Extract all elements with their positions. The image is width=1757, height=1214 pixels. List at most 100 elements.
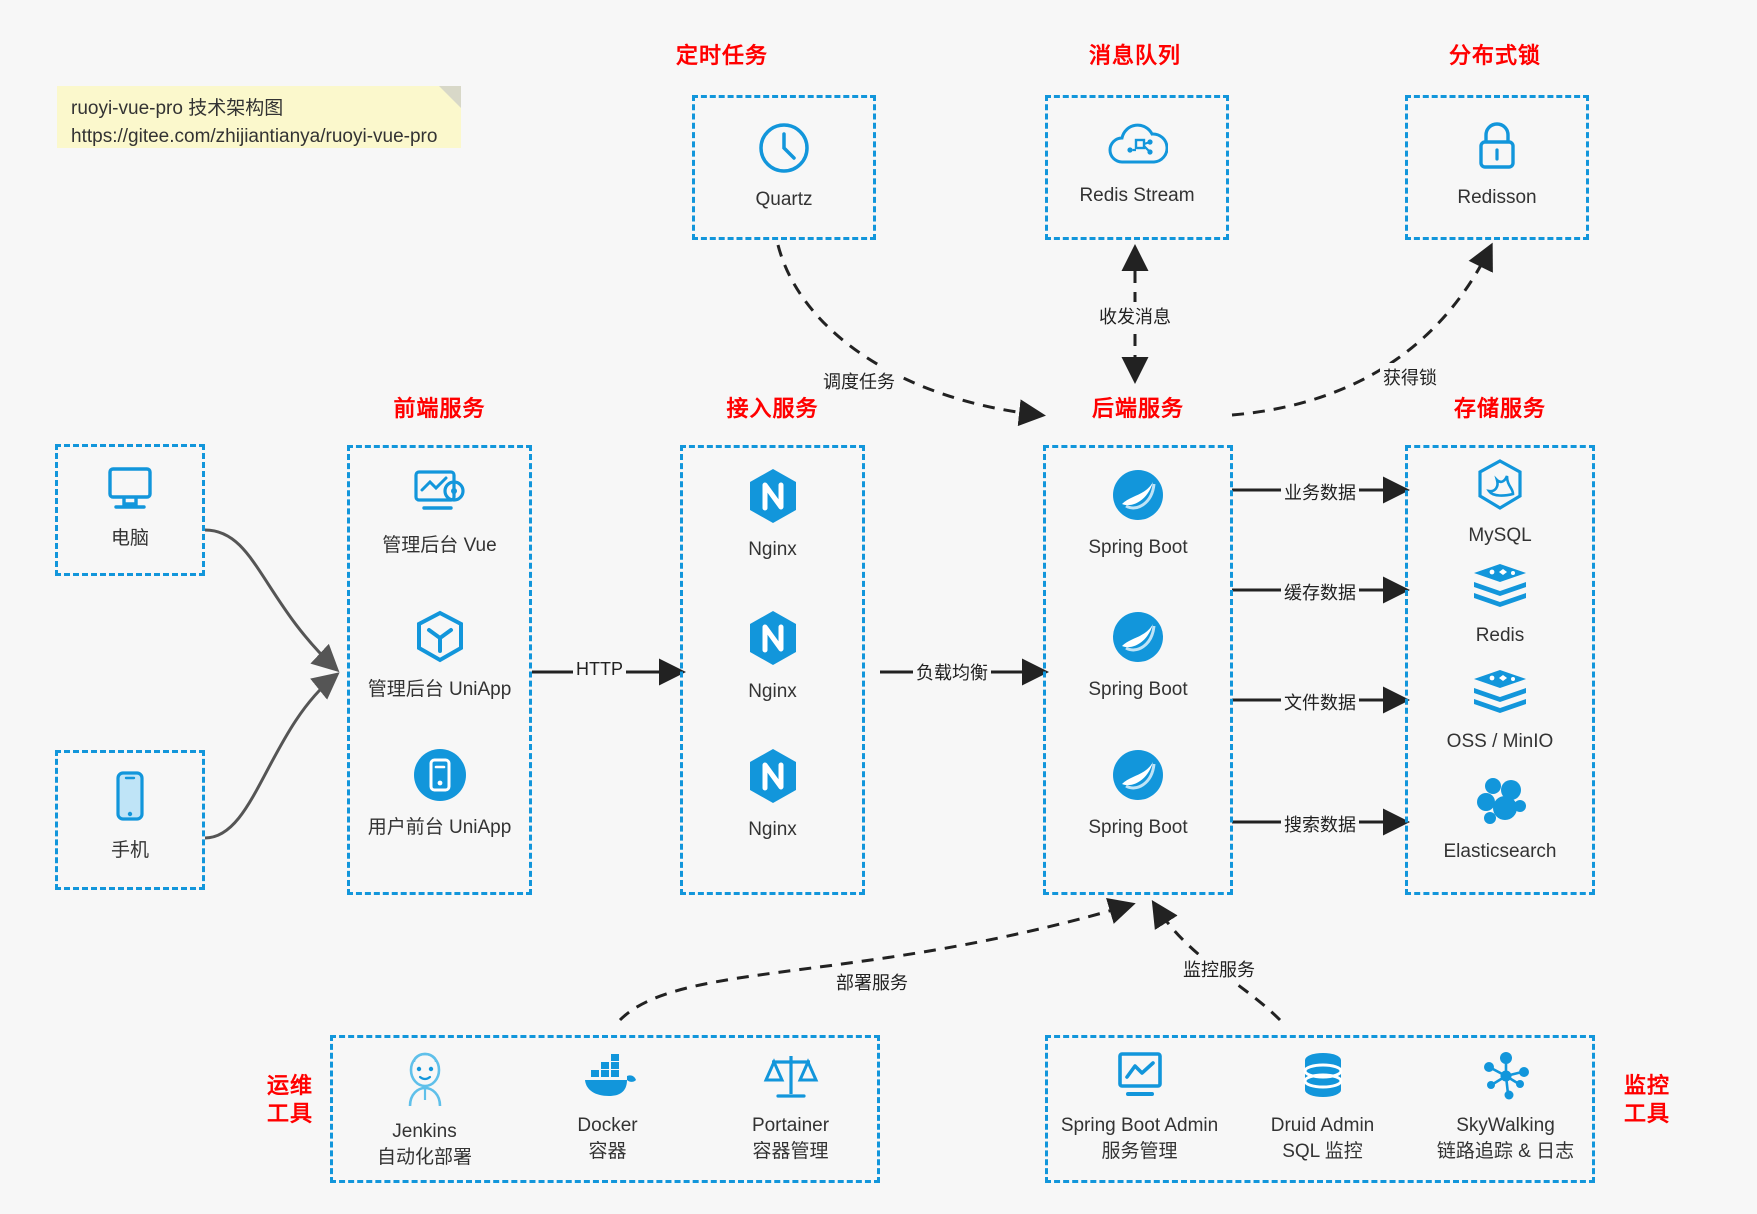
group-title-frontend: 前端服务 [393, 396, 486, 421]
group-title-storage: 存储服务 [1453, 396, 1546, 421]
edge-label-load-balance: 负载均衡 [913, 658, 991, 686]
node-nginx-3: Nginx [683, 746, 862, 843]
node-spring-boot-admin: Spring Boot Admin 服务管理 [1048, 1050, 1231, 1164]
group-box-client-desktop: 电脑 [55, 444, 205, 576]
uniapp-hex-icon [411, 608, 469, 666]
node-sublabel: 自动化部署 [376, 1146, 472, 1168]
edge-label-cache-data: 缓存数据 [1281, 578, 1359, 606]
spring-boot-icon [1109, 746, 1167, 804]
group-box-message-queue: Redis Stream [1045, 95, 1229, 240]
node-desktop: 电脑 [58, 463, 202, 552]
scales-icon [762, 1050, 820, 1102]
nginx-icon [745, 608, 801, 668]
database-icon [1297, 1050, 1349, 1102]
group-box-storage: MySQL Redis [1405, 445, 1595, 895]
mysql-icon [1473, 458, 1527, 512]
jenkins-icon [398, 1050, 452, 1108]
node-sublabel: 链路追踪 & 日志 [1436, 1140, 1575, 1162]
group-title-devops-line-2: 工具 [266, 1100, 313, 1126]
group-title-backend: 后端服务 [1091, 396, 1184, 421]
node-docker: Docker 容器 [516, 1050, 699, 1164]
node-nginx-2: Nginx [683, 608, 862, 705]
skywalking-icon [1478, 1050, 1534, 1102]
note-line-2: https://gitee.com/zhijiantianya/ruoyi-vu… [71, 125, 438, 147]
node-label: Quartz [755, 189, 813, 210]
node-jenkins: Jenkins 自动化部署 [333, 1050, 516, 1170]
node-redis-stream: Redis Stream [1048, 120, 1226, 209]
nginx-icon [745, 466, 801, 526]
nginx-icon [745, 746, 801, 806]
node-label: Spring Boot [1088, 817, 1188, 838]
node-spring-boot-1: Spring Boot [1046, 466, 1230, 561]
node-label: Redisson [1457, 187, 1537, 208]
node-label: MySQL [1468, 525, 1532, 546]
desktop-icon [102, 463, 158, 515]
group-box-scheduled-task: Quartz [692, 95, 876, 240]
cloud-stream-icon [1106, 120, 1169, 172]
node-label: 电脑 [110, 528, 149, 549]
node-label: Redis Stream [1079, 185, 1195, 206]
node-oss-minio: OSS / MinIO [1408, 666, 1592, 755]
node-redisson: Redisson [1408, 118, 1586, 211]
docker-icon [577, 1050, 639, 1102]
monitor-chart-icon [1111, 1050, 1169, 1102]
edge-label-business-data: 业务数据 [1281, 478, 1359, 506]
node-admin-uniapp: 管理后台 UniApp [350, 608, 529, 703]
edge-label-schedule-task: 调度任务 [820, 367, 898, 395]
note-line-1: ruoyi-vue-pro 技术架构图 [71, 98, 284, 119]
spring-boot-icon [1109, 608, 1167, 666]
node-elasticsearch: Elasticsearch [1408, 774, 1592, 865]
node-druid-admin: Druid Admin SQL 监控 [1231, 1050, 1414, 1164]
node-label: 管理后台 UniApp [367, 679, 512, 700]
node-phone: 手机 [58, 769, 202, 864]
node-portainer: Portainer 容器管理 [699, 1050, 882, 1164]
note-fold-icon [439, 86, 461, 108]
node-label: OSS / MinIO [1446, 731, 1554, 752]
node-label: Spring Boot Admin [1060, 1115, 1219, 1136]
clock-icon [756, 120, 812, 176]
node-label: Druid Admin [1270, 1115, 1375, 1136]
diagram-note: ruoyi-vue-pro 技术架构图 https://gitee.com/zh… [57, 86, 461, 148]
group-title-monitoring-line-2: 工具 [1623, 1100, 1670, 1126]
node-label: Nginx [748, 819, 797, 840]
node-quartz: Quartz [695, 120, 873, 213]
node-label: Nginx [748, 681, 797, 702]
group-box-client-phone: 手机 [55, 750, 205, 890]
node-label: Nginx [748, 539, 797, 560]
edge-label-acquire-lock: 获得锁 [1380, 363, 1440, 391]
node-nginx-1: Nginx [683, 466, 862, 563]
elasticsearch-icon [1471, 774, 1529, 828]
node-mysql: MySQL [1408, 458, 1592, 549]
node-redis: Redis [1408, 560, 1592, 649]
group-box-distributed-lock: Redisson [1405, 95, 1589, 240]
edge-label-monitor-service: 监控服务 [1180, 955, 1258, 983]
lock-icon [1472, 118, 1522, 174]
node-skywalking: SkyWalking 链路追踪 & 日志 [1414, 1050, 1597, 1164]
node-sublabel: 容器 [588, 1140, 627, 1162]
node-label: 手机 [110, 840, 149, 861]
redis-icon [1470, 666, 1530, 718]
node-sublabel: SQL 监控 [1282, 1140, 1363, 1162]
node-label: Jenkins [392, 1121, 457, 1142]
dashboard-icon [409, 466, 471, 522]
group-title-devops: 运维 工具 [255, 1072, 325, 1127]
node-label: Spring Boot [1088, 537, 1188, 558]
group-box-backend: Spring Boot Spring Boot Spring Boot [1043, 445, 1233, 895]
mobile-app-icon [411, 746, 469, 804]
node-label: 管理后台 Vue [382, 535, 497, 556]
group-title-message-queue: 消息队列 [1088, 43, 1181, 68]
node-spring-boot-3: Spring Boot [1046, 746, 1230, 841]
node-user-uniapp: 用户前台 UniApp [350, 746, 529, 841]
group-title-monitoring: 监控 工具 [1612, 1072, 1682, 1127]
node-admin-vue: 管理后台 Vue [350, 466, 529, 559]
edge-label-deploy-service: 部署服务 [833, 968, 911, 996]
node-label: SkyWalking [1456, 1115, 1555, 1136]
node-label: Elasticsearch [1443, 841, 1557, 862]
edge-label-mq-exchange: 收发消息 [1096, 302, 1174, 330]
edge-label-file-data: 文件数据 [1281, 688, 1359, 716]
node-label: Redis [1475, 625, 1525, 646]
redis-icon [1470, 560, 1530, 612]
group-title-monitoring-line-1: 监控 [1623, 1073, 1670, 1098]
node-label: Portainer [751, 1115, 830, 1136]
